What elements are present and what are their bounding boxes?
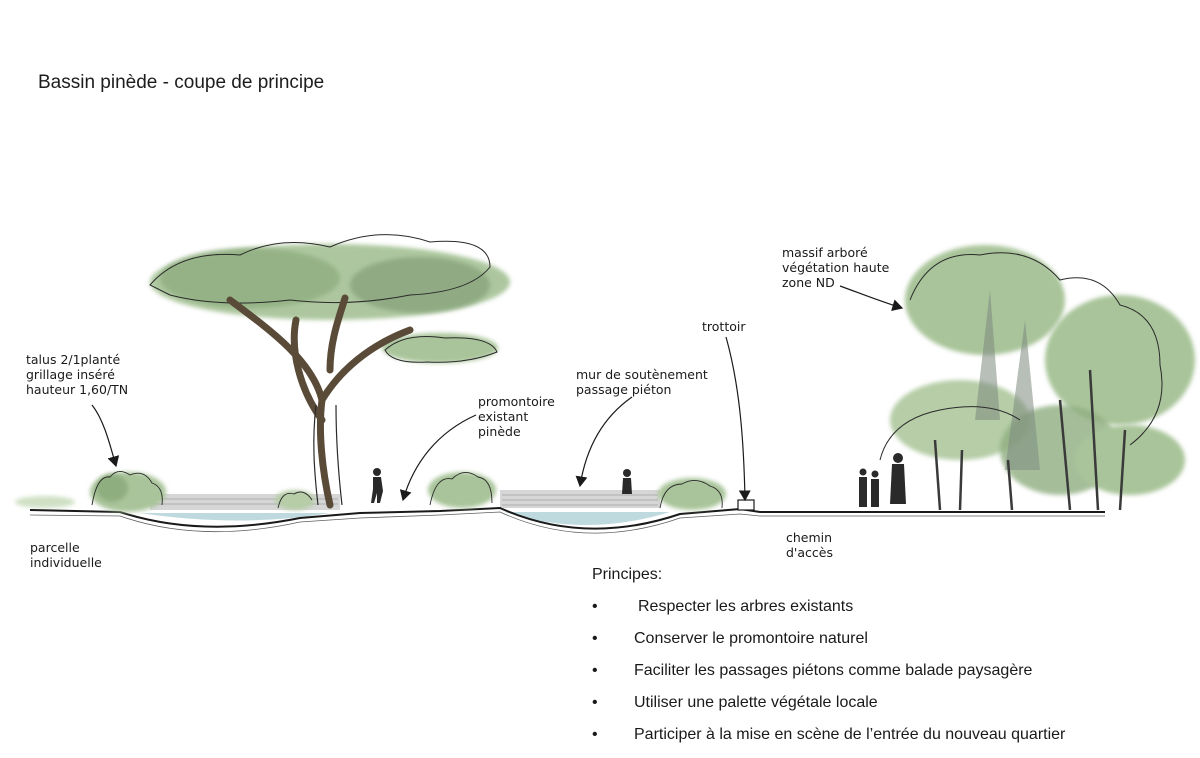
label-talus: talus 2/1planté grillage inséré hauteur … [26,352,129,397]
tree-massif [879,245,1195,511]
principle-item: • Respecter les arbres existants [592,598,854,615]
principle-item: • Participer à la mise en scène de l’ent… [592,726,1066,743]
label-massif: massif arboré végétation haute zone ND [782,245,890,290]
label-mur: mur de soutènement passage piéton [576,367,708,397]
pedestrians [371,453,906,507]
leader-lines [91,285,904,502]
principle-item: • Conserver le promontoire naturel [592,630,868,647]
water-basins [140,512,670,525]
umbrella-pine [149,234,510,509]
label-chemin: chemin d'accès [786,530,833,560]
label-trottoir: trottoir [702,319,746,334]
principle-item: • Utiliser une palette végétale locale [592,694,878,711]
label-parcelle: parcelle individuelle [30,540,102,570]
bullet: • [592,630,598,647]
bullet: • [592,694,598,711]
left-grass [15,496,75,508]
principle-item: • Faciliter les passages piétons comme b… [592,662,1033,679]
page-title: Bassin pinède - coupe de principe [38,72,325,93]
bullet: • [592,598,598,615]
bullet: • [592,726,598,743]
shrubs-mid [428,472,726,510]
bullet: • [592,662,598,679]
principles-block: Principes: • Respecter les arbres exista… [592,566,1066,757]
principles-list: • Respecter les arbres existants • Conse… [592,597,1066,757]
label-promontoire: promontoire existant pinède [478,394,555,439]
principles-heading: Principes: [592,566,663,583]
shrubs-left [90,471,315,512]
